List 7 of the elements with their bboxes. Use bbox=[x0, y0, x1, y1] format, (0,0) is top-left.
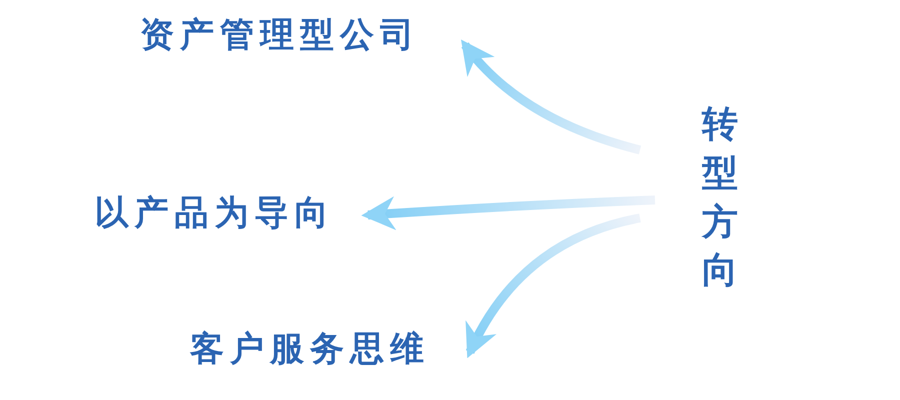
arrow bbox=[466, 214, 641, 358]
direction-label: 转型方向 bbox=[700, 102, 745, 294]
arrow bbox=[361, 196, 656, 230]
arrow bbox=[460, 40, 642, 154]
option-label: 资产管理型公司 bbox=[140, 14, 420, 58]
option-label: 客户服务思维 bbox=[190, 328, 430, 372]
option-label: 以产品为导向 bbox=[94, 192, 334, 236]
